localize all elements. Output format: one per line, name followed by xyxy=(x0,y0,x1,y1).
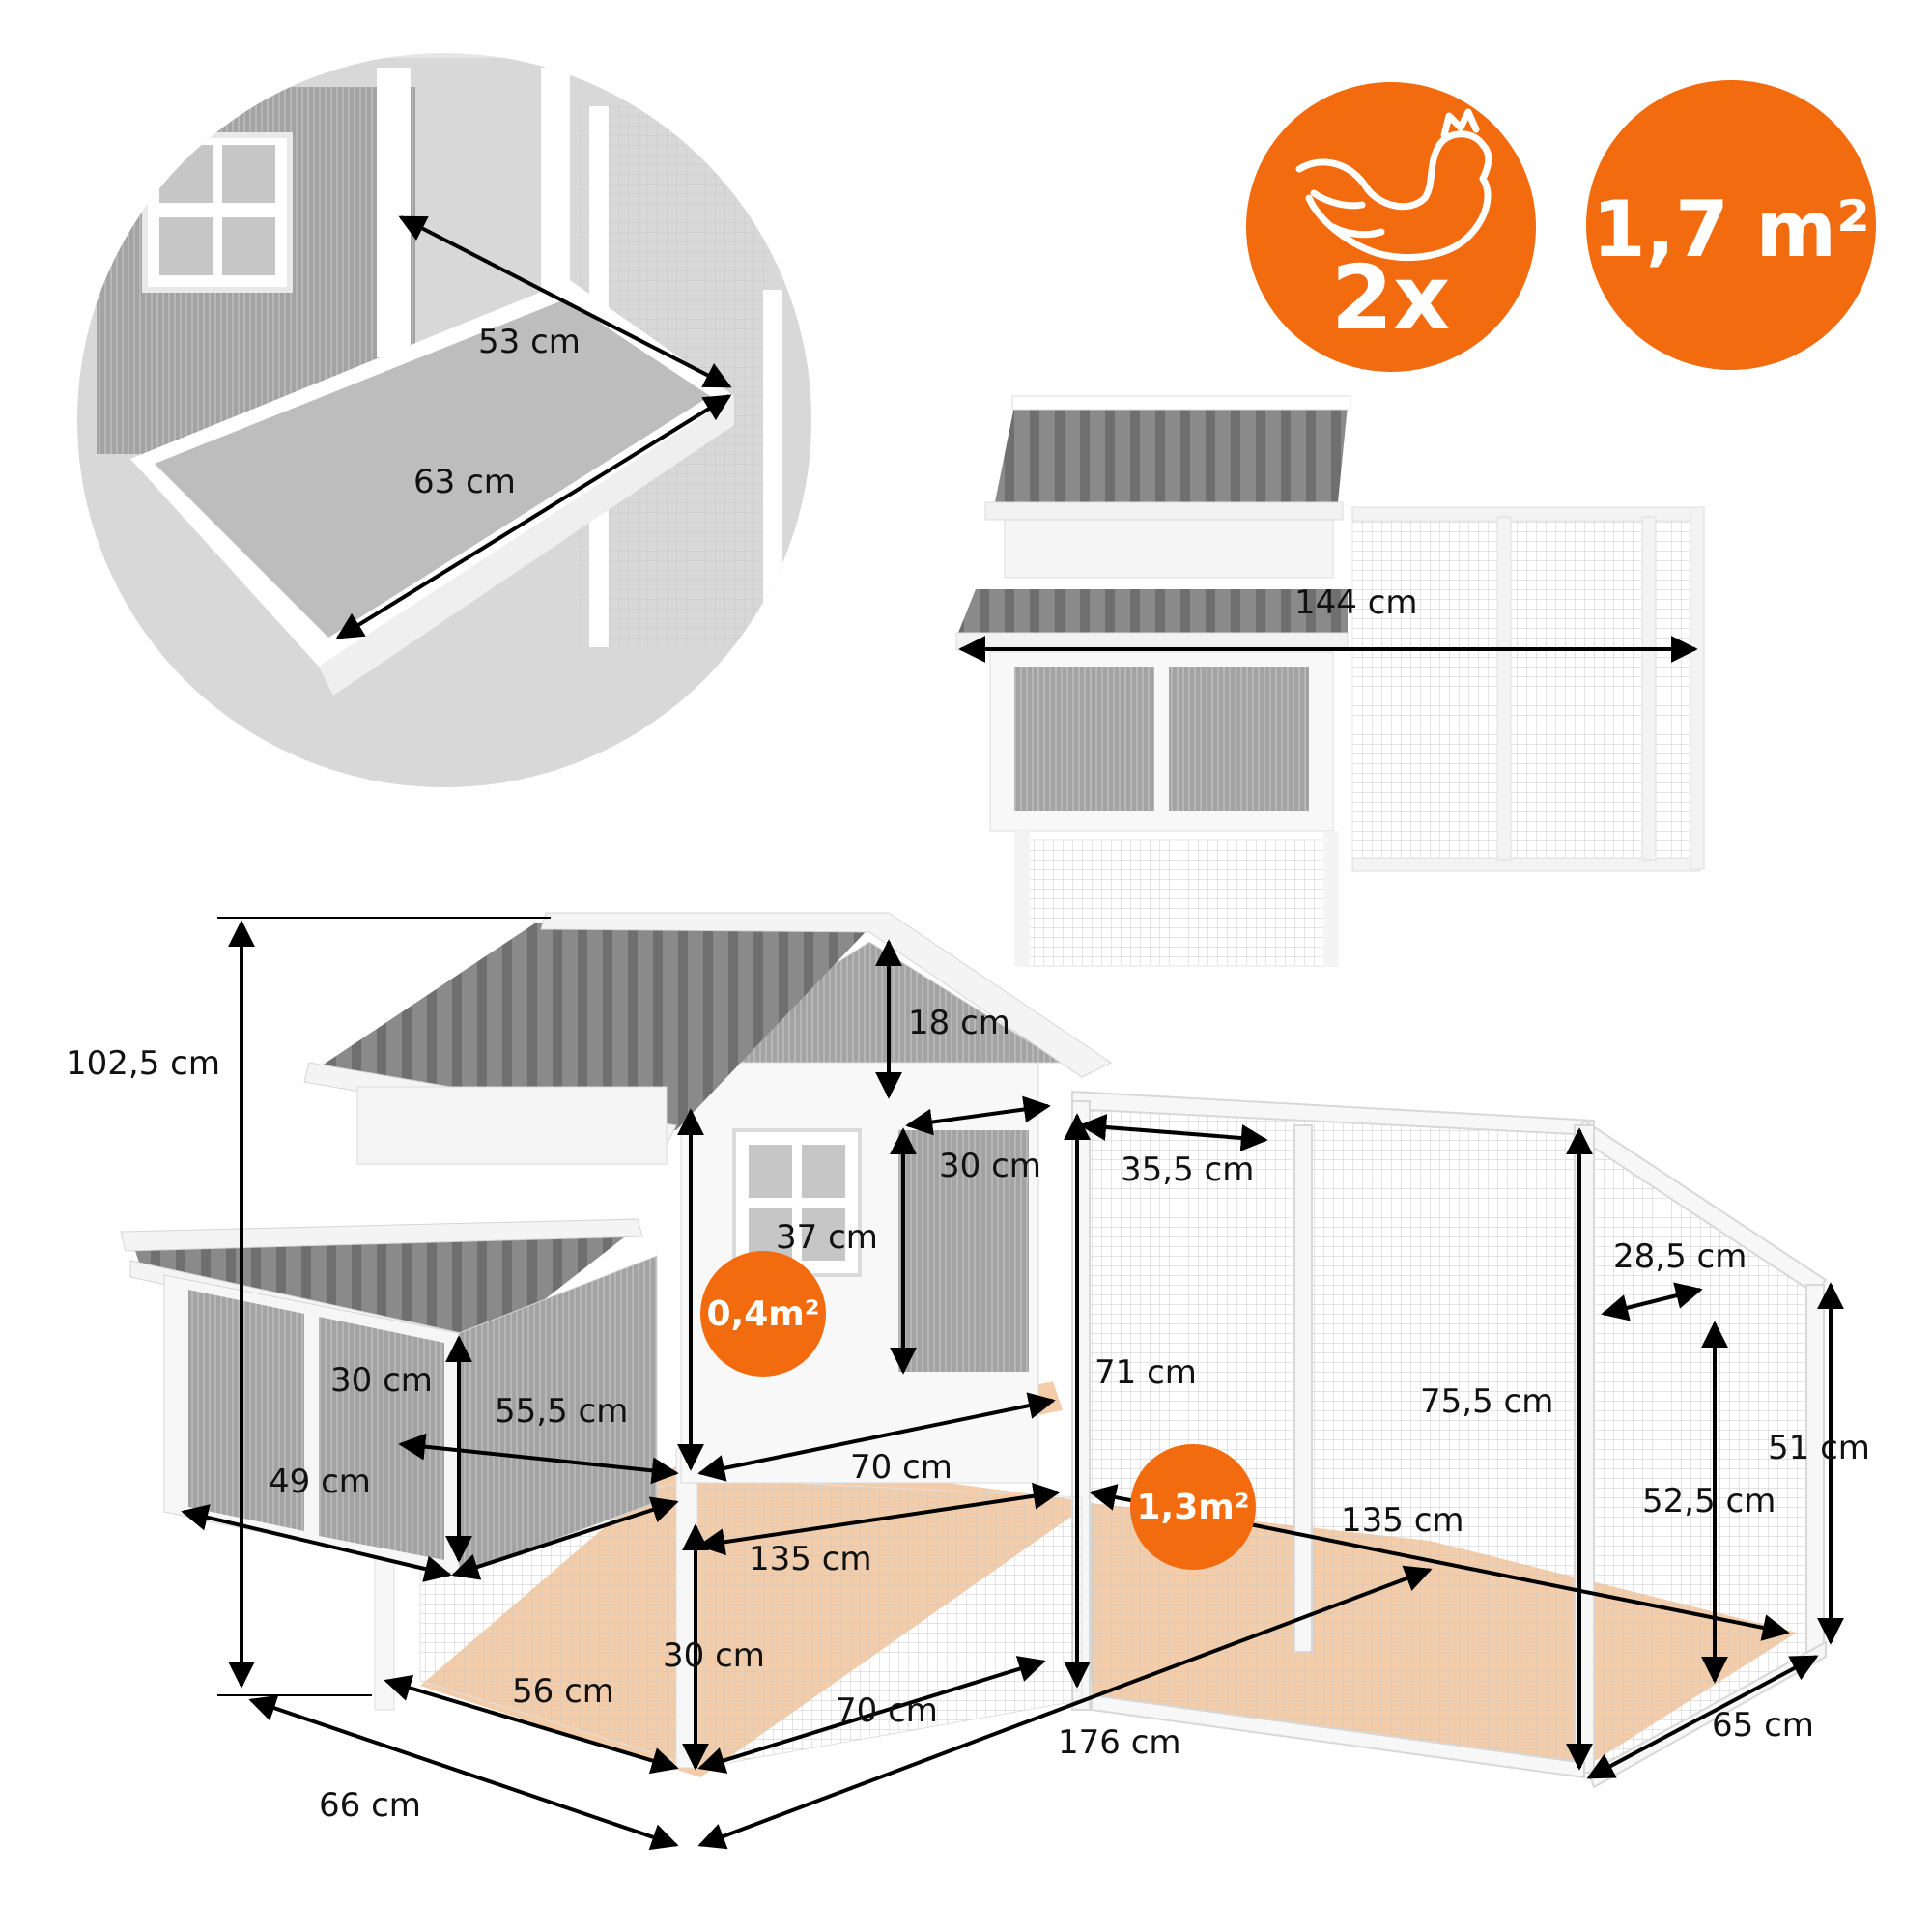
house-area-badge xyxy=(700,1251,826,1377)
dimension-arrows xyxy=(181,917,1844,1851)
tray-detail-inset: 53 cm 63 cm xyxy=(77,53,811,787)
chicken-icon xyxy=(1295,108,1492,261)
overall-length-label: 144 cm xyxy=(1294,583,1418,622)
tray-depth-label: 53 cm xyxy=(478,323,581,361)
nest-right-door xyxy=(1169,667,1309,811)
main-roof xyxy=(319,918,879,1130)
nest-width-arrow xyxy=(398,1433,679,1485)
nest-left-door xyxy=(1014,667,1154,811)
total-depth-label: 66 cm xyxy=(319,1786,421,1825)
lower-roof xyxy=(956,589,1348,638)
total-area-text: 1,7 m² xyxy=(1592,185,1870,274)
floor-depth-label: 70 cm xyxy=(850,1448,952,1487)
run-area-badge xyxy=(1130,1444,1256,1570)
nest-width-label: 55,5 cm xyxy=(495,1392,628,1431)
floor-depth-arrow xyxy=(697,1392,1056,1482)
nest-depth-label: 49 cm xyxy=(269,1463,371,1501)
door-width-arrow xyxy=(905,1095,1051,1136)
run-height-label: 75,5 cm xyxy=(1420,1382,1553,1421)
run-depth-label: 65 cm xyxy=(1712,1706,1814,1745)
run-length-label: 135 cm xyxy=(1341,1501,1464,1540)
run-door-width-arrow xyxy=(1079,1114,1268,1151)
total-depth-arrow xyxy=(248,1694,679,1851)
house-area-text: 0,4m² xyxy=(706,1294,819,1334)
run-top-height-label: 71 cm xyxy=(1094,1353,1197,1392)
house-door xyxy=(898,1130,1029,1372)
side-view-open: 144 cm xyxy=(955,395,1705,967)
window-height-label: 37 cm xyxy=(776,1218,878,1257)
door-width-label: 30 cm xyxy=(939,1147,1041,1185)
roof-height-label: 18 cm xyxy=(908,1004,1010,1042)
total-length-label: 176 cm xyxy=(1058,1723,1181,1762)
area-badge-circle xyxy=(1586,80,1876,370)
tray-depth-arrow xyxy=(398,215,732,388)
small-door-width-arrow xyxy=(1601,1282,1703,1321)
total-length-arrow xyxy=(697,1565,1433,1850)
under-height-label: 30 cm xyxy=(663,1636,765,1675)
chicken-badge-circle xyxy=(1246,82,1536,372)
chicken-count-badge: 2x xyxy=(1246,82,1536,372)
tray-width-label: 63 cm xyxy=(413,463,516,501)
small-door-height-label: 52,5 cm xyxy=(1642,1482,1776,1520)
nest-side-arrow xyxy=(451,1496,679,1580)
tray-width-arrow xyxy=(335,394,732,639)
house-length-arrow xyxy=(697,1482,1061,1556)
nest-depth-arrow xyxy=(181,1504,452,1582)
nest-height-label: 30 cm xyxy=(330,1361,433,1400)
run-area-text: 1,3m² xyxy=(1136,1488,1249,1527)
under-width-label: 56 cm xyxy=(512,1672,614,1711)
run-depth-arrow xyxy=(1586,1655,1819,1779)
main-coop-diagram: 0,4m² 1,3m² 102,5 cm 18 cm 30 cm 37 cm 3… xyxy=(66,912,1870,1851)
nest-door-right xyxy=(319,1317,444,1560)
total-height-label: 102,5 cm xyxy=(66,1044,220,1083)
house-length-label: 135 cm xyxy=(749,1540,872,1578)
upper-roof xyxy=(995,406,1348,502)
run-door-width-label: 35,5 cm xyxy=(1121,1151,1254,1189)
run-end-height-label: 51 cm xyxy=(1768,1429,1870,1467)
chicken-count-text: 2x xyxy=(1331,246,1450,350)
total-area-badge: 1,7 m² xyxy=(1586,80,1876,370)
under-depth-label: 70 cm xyxy=(836,1691,938,1730)
small-door-width-label: 28,5 cm xyxy=(1613,1237,1747,1276)
